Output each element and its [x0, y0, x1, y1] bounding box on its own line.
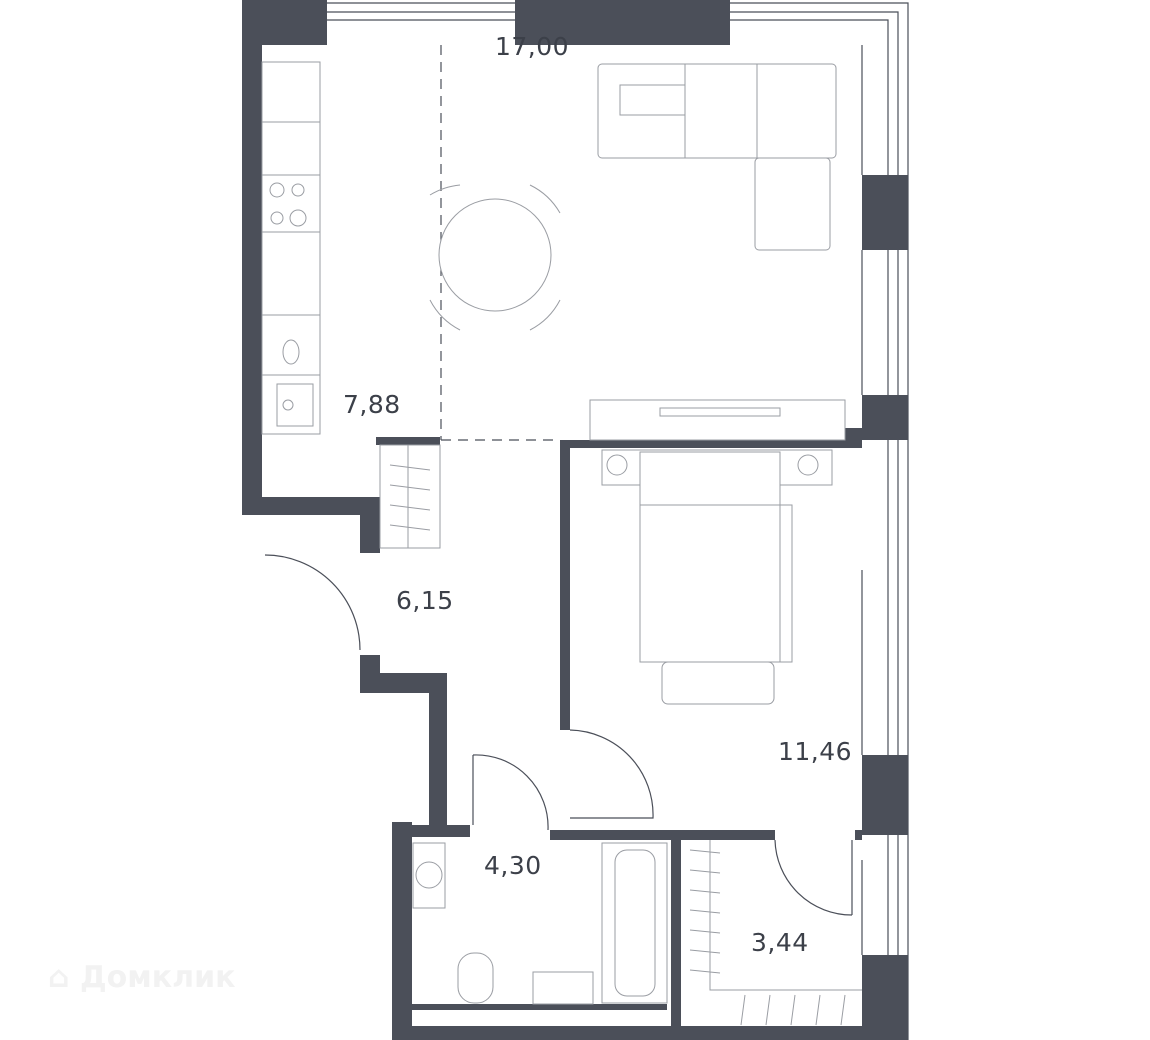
kitchen-counter	[261, 61, 321, 435]
hall-wardrobe	[379, 444, 441, 549]
zone-divider	[440, 45, 560, 441]
tv-stand	[589, 399, 846, 441]
watermark: ⌂ Домклик	[48, 960, 236, 995]
house-logo-icon: ⌂	[48, 960, 70, 995]
bed	[601, 449, 833, 705]
dining-table	[429, 184, 561, 331]
room-area-kitchen: 7,88	[343, 390, 401, 419]
room-area-living: 17,00	[495, 32, 570, 61]
watermark-text: Домклик	[79, 960, 236, 995]
doors	[264, 554, 853, 916]
windows	[327, 2, 909, 1040]
sofa	[597, 63, 837, 251]
bathroom-fixtures	[412, 842, 668, 1005]
room-area-bathroom: 4,30	[484, 851, 542, 880]
walls	[242, 0, 908, 1040]
room-area-bedroom: 11,46	[778, 737, 853, 766]
room-area-wardrobe: 3,44	[751, 928, 809, 957]
closet-shelving	[689, 840, 862, 1026]
room-area-hallway: 6,15	[396, 586, 454, 615]
